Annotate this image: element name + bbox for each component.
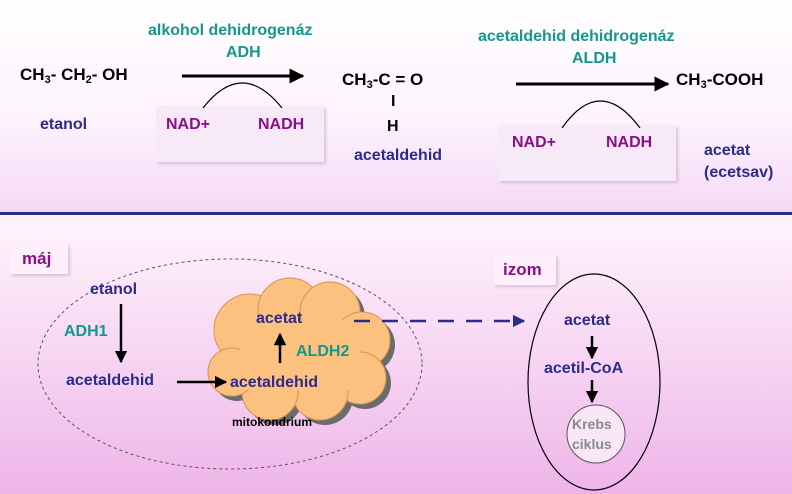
- enzyme1-abbr: ADH: [226, 44, 261, 61]
- acetate-label: acetat: [704, 142, 751, 159]
- enzyme1-name: alkohol dehidrogenáz: [148, 22, 313, 39]
- mitochondrion-label: mitokondrium: [232, 415, 312, 429]
- muscle-label: izom: [503, 260, 542, 279]
- liver-label: máj: [22, 249, 52, 268]
- cofactor1-nad: NAD+: [166, 116, 211, 133]
- mito-acetaldehyde: acetaldehid: [230, 374, 319, 391]
- cofactor-box-1: [156, 106, 324, 162]
- enzyme2-name: acetaldehid dehidrogenáz: [478, 28, 675, 45]
- liver-label-box: [10, 244, 68, 274]
- ethanol-formula: CH3- CH2- OH: [20, 65, 128, 86]
- acetaldehyde-label: acetaldehid: [354, 147, 443, 164]
- liver-ethanol: etanol: [90, 281, 138, 298]
- liver-acetaldehyde: acetaldehid: [66, 372, 155, 389]
- krebs-cycle-circle: [566, 404, 626, 464]
- krebs-line1: Krebs: [572, 416, 612, 432]
- acetaldehyde-formula: CH3-C = O: [342, 70, 424, 91]
- acetaldehyde-bond: I: [391, 93, 396, 110]
- mito-acetate: acetat: [256, 310, 303, 327]
- cofactor1-nadh: NADH: [258, 116, 305, 133]
- muscle-acetate: acetat: [564, 312, 611, 329]
- adh1-label: ADH1: [64, 323, 108, 340]
- cofactor-box-2: [498, 125, 676, 181]
- liver-outline: [37, 258, 423, 470]
- mitochondrion-shape: [207, 277, 395, 425]
- cofactor-arc-1: [202, 82, 283, 109]
- muscle-label-box: [494, 255, 556, 285]
- ethanol-label: etanol: [40, 116, 88, 133]
- muscle-outline: [527, 273, 661, 491]
- acetaldehyde-hydrogen: H: [387, 118, 399, 135]
- tissue-panel: [0, 215, 792, 494]
- cofactor2-nad: NAD+: [512, 134, 557, 151]
- panel-divider: [0, 212, 792, 215]
- enzyme2-abbr: ALDH: [572, 50, 617, 67]
- acetate-formula: CH3-COOH: [676, 70, 764, 91]
- cofactor2-nadh: NADH: [606, 134, 653, 151]
- acetyl-coa: acetil-CoA: [544, 360, 624, 377]
- acetate-alt-name: (ecetsav): [704, 164, 774, 181]
- cofactor-arc-2: [561, 100, 641, 129]
- krebs-line2: ciklus: [572, 436, 612, 452]
- aldh2-label: ALDH2: [296, 343, 350, 360]
